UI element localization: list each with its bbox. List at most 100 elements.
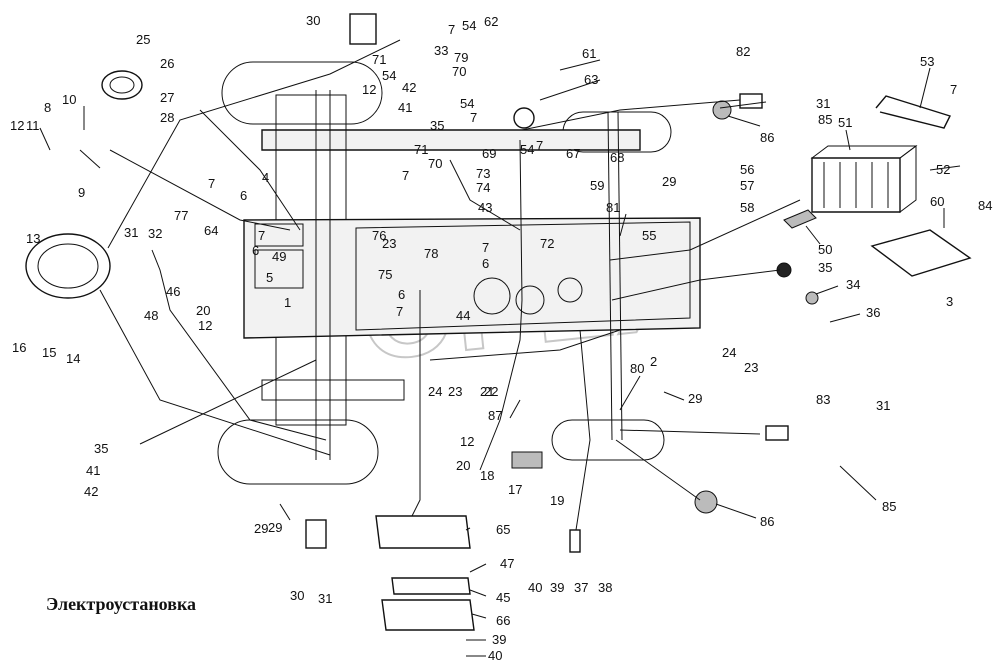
callout-label: 48	[144, 308, 158, 323]
rear-left-wheel	[217, 419, 379, 485]
callout-label: 77	[174, 208, 188, 223]
callout-label: 8	[44, 100, 51, 115]
callout-label: 70	[452, 64, 466, 79]
callout-label: 42	[84, 484, 98, 499]
callout-label: 30	[306, 13, 320, 28]
callout-label: 12	[362, 82, 376, 97]
callout-label: 29	[254, 521, 268, 536]
callout-label: 7	[208, 176, 215, 191]
callout-label: 41	[86, 463, 100, 478]
callout-label: 55	[642, 228, 656, 243]
callout-label: 76	[372, 228, 386, 243]
callout-label: 6	[252, 243, 259, 258]
callout-label: 7	[470, 110, 477, 125]
callout-label: 82	[736, 44, 750, 59]
callout-label: 54	[460, 96, 474, 111]
callout-label: 27	[160, 90, 174, 105]
instrument-panel	[254, 223, 583, 315]
callout-label: 28	[160, 110, 174, 125]
callout-label: 79	[454, 50, 468, 65]
callout-label: 42	[402, 80, 416, 95]
callout-label: 49	[272, 249, 286, 264]
callout-label: 71	[414, 142, 428, 157]
bracket-65	[375, 515, 471, 549]
callout-label: 7	[258, 228, 265, 243]
callout-label: 7	[536, 138, 543, 153]
callout-label: 9	[78, 185, 85, 200]
callout-label: 38	[598, 580, 612, 595]
callout-label: 12	[10, 118, 24, 133]
callout-label: 84	[978, 198, 992, 213]
callout-label: 35	[430, 118, 444, 133]
callout-label: 11	[26, 118, 40, 133]
callout-label: 34	[846, 277, 860, 292]
callout-label: 15	[42, 345, 56, 360]
callout-label: 30	[290, 588, 304, 603]
callout-label: 12	[198, 318, 212, 333]
callout-label: 70	[428, 156, 442, 171]
callout-label: 50	[818, 242, 832, 257]
callout-label: 31	[124, 225, 138, 240]
callout-label: 86	[760, 130, 774, 145]
callout-label: 29	[688, 391, 702, 406]
callout-label: 69	[482, 146, 496, 161]
callout-label: 23	[744, 360, 758, 375]
callout-label: 67	[566, 146, 580, 161]
callout-label: 2	[650, 354, 657, 369]
rear-lamp-82	[739, 93, 763, 109]
callout-label: 36	[866, 305, 880, 320]
callout-label: 24	[722, 345, 736, 360]
leader-lines	[39, 59, 961, 657]
callout-label: 46	[166, 284, 180, 299]
callout-label: 6	[482, 256, 489, 271]
callout-label: 7	[402, 168, 409, 183]
battery-tray	[870, 229, 972, 277]
callout-label: 85	[818, 112, 832, 127]
callout-label: 44	[456, 308, 470, 323]
callout-label: 7	[482, 240, 489, 255]
callout-label: 3	[946, 294, 953, 309]
callout-label: 85	[882, 499, 896, 514]
callout-label: 66	[496, 613, 510, 628]
callout-label: 23	[382, 236, 396, 251]
lamp-housing-63	[513, 107, 535, 129]
headlight	[25, 233, 111, 299]
battery-pad	[783, 209, 817, 229]
callout-label: 31	[816, 96, 830, 111]
callout-label: 45	[496, 590, 510, 605]
callout-label: 61	[582, 46, 596, 61]
callout-label: 26	[160, 56, 174, 71]
callout-label: 24	[428, 384, 442, 399]
callout-label: 7	[396, 304, 403, 319]
callout-label: 39	[492, 632, 506, 647]
callout-label: 41	[398, 100, 412, 115]
callout-label: 7	[448, 22, 455, 37]
callout-label: 33	[434, 43, 448, 58]
callout-label: 54	[382, 68, 396, 83]
callout-label: 51	[838, 115, 852, 130]
callout-label: 7	[950, 82, 957, 97]
relay-17	[511, 451, 543, 469]
connector-37	[569, 529, 581, 553]
callout-label: 81	[606, 200, 620, 215]
callout-label: 35	[94, 441, 108, 456]
callout-label: 1	[284, 295, 291, 310]
callout-label: 59	[590, 178, 604, 193]
callout-label: 87	[488, 408, 502, 423]
callout-label: 54	[520, 142, 534, 157]
lamp-30-bottom	[305, 519, 327, 549]
horn	[101, 70, 143, 100]
callout-label: 54	[462, 18, 476, 33]
rear-lamp-83	[765, 425, 789, 441]
callout-label: 86	[760, 514, 774, 529]
callout-label: 4	[262, 170, 269, 185]
callout-label: 23	[448, 384, 462, 399]
callout-label: 40	[488, 648, 502, 663]
callout-label: 83	[816, 392, 830, 407]
callout-label: 80	[630, 361, 644, 376]
callout-label: 56	[740, 162, 754, 177]
wiring-harness	[99, 39, 801, 531]
callout-label: 57	[740, 178, 754, 193]
callout-label: 74	[476, 180, 490, 195]
